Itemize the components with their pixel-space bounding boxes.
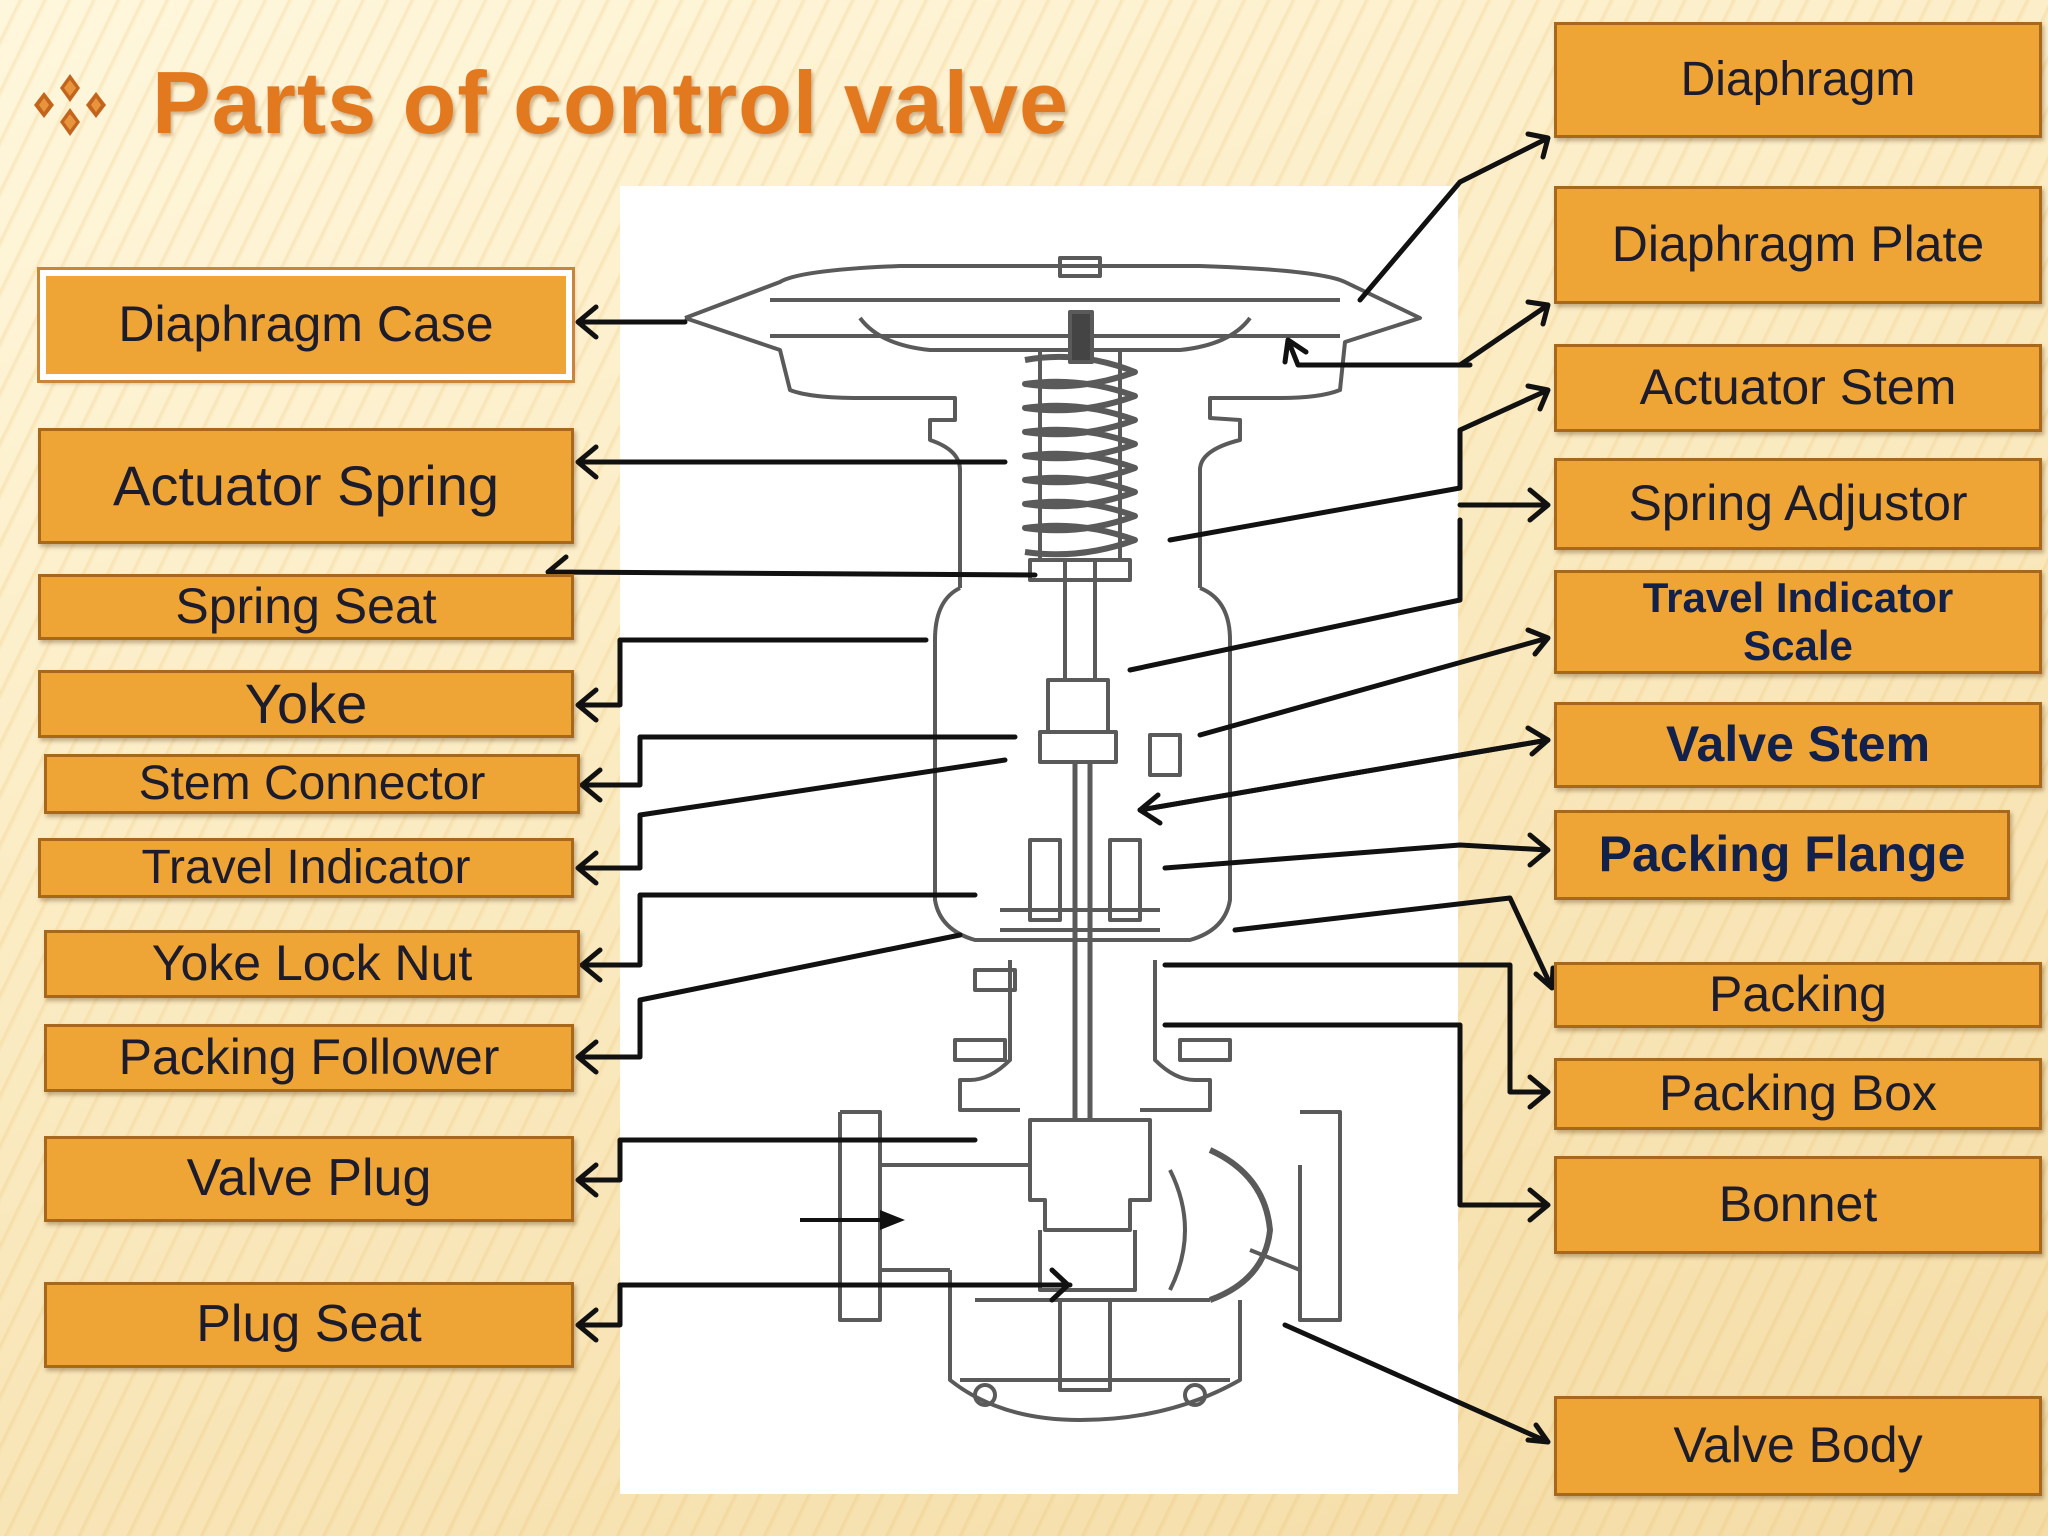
label-packing-follower: Packing Follower [44, 1024, 574, 1092]
label-valve-stem: Valve Stem [1554, 702, 2042, 788]
label-actuator-stem: Actuator Stem [1554, 344, 2042, 432]
label-packing-box: Packing Box [1554, 1058, 2042, 1130]
slide-title: Parts of control valve [152, 53, 1069, 152]
label-plug-seat: Plug Seat [44, 1282, 574, 1368]
diamond-bullet-icon [34, 74, 106, 136]
label-valve-plug: Valve Plug [44, 1136, 574, 1222]
label-spring-seat: Spring Seat [38, 574, 574, 640]
label-travel-indicator-scale: Travel Indicator Scale [1554, 570, 2042, 674]
label-travel-indicator: Travel Indicator [38, 838, 574, 898]
label-valve-body: Valve Body [1554, 1396, 2042, 1496]
label-yoke: Yoke [38, 670, 574, 738]
label-yoke-lock-nut: Yoke Lock Nut [44, 930, 580, 998]
label-diaphragm: Diaphragm [1554, 22, 2042, 138]
label-actuator-spring: Actuator Spring [38, 428, 574, 544]
label-packing: Packing [1554, 962, 2042, 1028]
label-stem-connector: Stem Connector [44, 754, 580, 814]
label-packing-flange: Packing Flange [1554, 810, 2010, 900]
label-bonnet: Bonnet [1554, 1156, 2042, 1254]
label-diaphragm-plate: Diaphragm Plate [1554, 186, 2042, 304]
label-spring-adjustor: Spring Adjustor [1554, 458, 2042, 550]
label-diaphragm-case: Diaphragm Case [37, 267, 575, 383]
